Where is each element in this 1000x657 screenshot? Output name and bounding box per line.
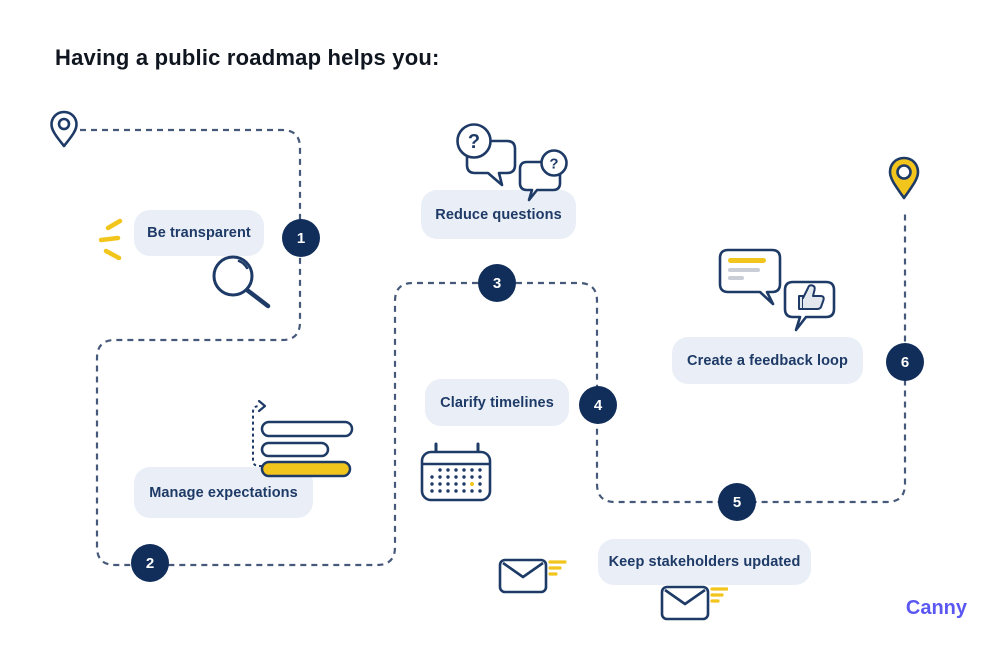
step-badge-6: 6 <box>886 343 924 381</box>
step-number: 3 <box>492 274 502 292</box>
end-location-pin-icon <box>888 156 920 200</box>
feedback-bubbles-icon <box>718 248 836 332</box>
dashed-path-line <box>80 128 907 567</box>
step-badge-2: 2 <box>131 544 169 582</box>
canny-logo: Canny <box>905 597 967 619</box>
step-number: 5 <box>732 493 742 511</box>
step-badge-1: 1 <box>282 219 320 257</box>
step-label: Be transparent <box>147 225 251 241</box>
calendar-highlight-dot <box>470 482 474 486</box>
speed-lines <box>548 560 567 576</box>
speed-lines <box>710 587 728 603</box>
step-label: Clarify timelines <box>440 394 554 411</box>
envelope-send-icon <box>660 585 728 621</box>
step-number: 1 <box>296 229 306 247</box>
step-number: 2 <box>145 554 155 572</box>
step-number: 6 <box>900 353 910 371</box>
step-label: Reduce questions <box>435 206 562 223</box>
step-label: Manage expectations <box>149 484 298 501</box>
bar-long <box>260 420 354 438</box>
calendar-dots <box>430 468 482 493</box>
step-label: Keep stakeholders updated <box>608 554 801 570</box>
step-label: Create a feedback loop <box>687 352 848 369</box>
step-badge-5: 5 <box>718 483 756 521</box>
bar-yellow <box>260 460 352 478</box>
comment-bubble <box>718 248 782 306</box>
calendar-icon <box>420 442 492 502</box>
step-pill-keep-stakeholders-updated: Keep stakeholders updated <box>598 539 811 585</box>
connector-dashed-line <box>252 405 262 467</box>
question-mark-small: ? <box>549 156 558 173</box>
bar-medium <box>260 441 330 458</box>
arrow-head <box>257 399 267 413</box>
step-pill-create-feedback-loop: Create a feedback loop <box>672 337 863 384</box>
comment-line-yellow <box>728 258 766 263</box>
question-speech-bubbles-icon: ? ? <box>456 123 568 202</box>
question-circle-small <box>540 149 568 177</box>
comment-line-gray2 <box>728 276 744 280</box>
step-badge-4: 4 <box>579 386 617 424</box>
step-pill-reduce-questions: Reduce questions <box>421 190 576 239</box>
roadmap-bars-icon <box>252 399 354 478</box>
sparks-icon <box>99 218 123 260</box>
question-circle-large <box>456 123 492 159</box>
question-mark-large: ? <box>468 131 480 153</box>
page-title: Having a public roadmap helps you: <box>55 45 440 70</box>
step-badge-3: 3 <box>478 264 516 302</box>
thumbs-up-hand <box>802 284 825 310</box>
step-pill-clarify-timelines: Clarify timelines <box>425 379 569 426</box>
magnifier-icon <box>212 255 271 309</box>
start-location-pin-icon <box>50 110 78 148</box>
step-pill-be-transparent: Be transparent <box>134 210 264 256</box>
comment-line-gray1 <box>728 268 760 272</box>
envelope-send-icon <box>498 558 567 594</box>
step-number: 4 <box>593 396 603 414</box>
